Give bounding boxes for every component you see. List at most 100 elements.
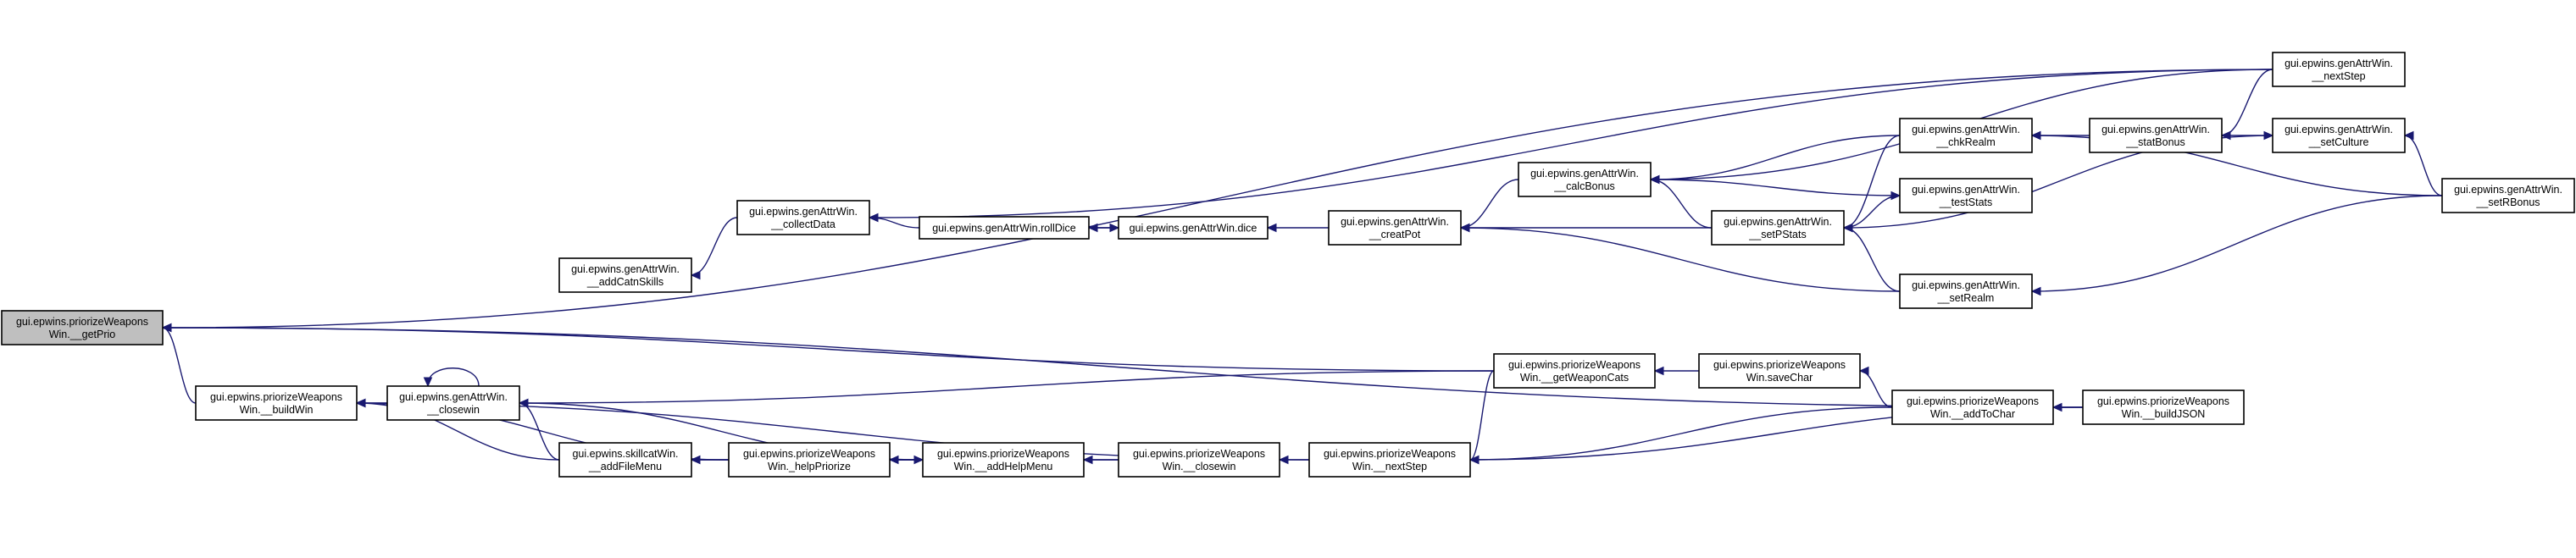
node-collectData[interactable]: gui.epwins.genAttrWin.__collectData [736,200,870,235]
node-box [736,200,870,235]
node-label-line: gui.epwins.genAttrWin. [2285,58,2393,69]
node-label-line: Win.__addHelpMenu [954,461,1053,472]
edge-getWeaponCats-to-nextStepPrio [1468,370,1495,465]
arrow-head [690,455,701,465]
node-label-line: Win.__nextStep [1352,461,1427,472]
node-box [1118,216,1269,240]
node-label-line: gui.epwins.priorizeWeapons [210,391,342,403]
edge-line [1469,406,1893,461]
node-label-line: __statBonus [2125,136,2185,148]
node-helpPriorize[interactable]: gui.epwins.priorizeWeaponsWin._helpPrior… [728,442,891,478]
edge-saveChar-to-getWeaponCats [1653,366,1700,376]
node-box [1891,389,2054,425]
edge-nextStepPrio-to-closewinPrio [1278,455,1310,465]
node-buildJSON[interactable]: gui.epwins.priorizeWeaponsWin.__buildJSO… [2082,389,2245,425]
node-label-line: __setRealm [1937,292,1995,304]
arrow-head [1278,455,1289,465]
edge-line [519,402,560,461]
edge-line [691,217,738,276]
node-setCulture[interactable]: gui.epwins.genAttrWin.__setCulture [2272,118,2406,153]
node-addToChar[interactable]: gui.epwins.priorizeWeaponsWin.__addToCha… [1891,389,2054,425]
node-rollDice[interactable]: gui.epwins.genAttrWin.rollDice [919,216,1090,240]
node-closewinAttr[interactable]: gui.epwins.genAttrWin.__closewin [386,385,520,421]
node-label-line: gui.epwins.priorizeWeapons [743,448,875,460]
node-label-line: __creatPot [1368,229,1421,240]
edge-nextStepAttr-to-statBonus [2220,69,2273,141]
arrow-head [2263,130,2274,141]
node-label-line: gui.epwins.genAttrWin. [2285,124,2393,135]
edge-addFileMenu-to-closewinAttr [518,398,560,461]
edge-nextStepAttr-to-collectData [868,69,2273,223]
edge-line [427,367,480,387]
node-label-line: gui.epwins.priorizeWeapons [16,316,148,328]
edge-line [162,327,1495,372]
node-addCatnSkills[interactable]: gui.epwins.genAttrWin.__addCatnSkills [558,257,692,293]
node-setRealm[interactable]: gui.epwins.genAttrWin.__setRealm [1899,273,2033,309]
node-chkRealm[interactable]: gui.epwins.genAttrWin.__chkRealm [1899,118,2033,153]
node-testStats[interactable]: gui.epwins.genAttrWin.__testStats [1899,178,2033,213]
arrow-head [1459,223,1470,233]
node-box [1118,442,1280,478]
node-statBonus[interactable]: gui.epwins.genAttrWin.__statBonus [2089,118,2223,153]
edge-line [1650,135,1901,180]
edge-buildJSON-to-getPrio [161,323,2084,408]
node-setPStats[interactable]: gui.epwins.genAttrWin.__setPStats [1711,210,1845,246]
arrow-head [1890,191,1901,201]
arrow-head [1468,455,1480,465]
edge-rollDice-to-dice [1089,223,1120,233]
edge-closewinPrio-to-addHelpMenu [1082,455,1119,465]
edge-addToChar-to-nextStepPrio [1468,406,1893,465]
node-label-line: gui.epwins.genAttrWin. [1724,216,1832,228]
arrow-head [690,270,701,280]
node-box [2272,52,2406,87]
node-box [2089,118,2223,153]
edge-line [1650,179,1713,229]
arrow-head [161,323,172,333]
node-addHelpMenu[interactable]: gui.epwins.priorizeWeaponsWin.__addHelpM… [922,442,1085,478]
node-box [1493,353,1656,389]
node-getWeaponCats[interactable]: gui.epwins.priorizeWeaponsWin.__getWeapo… [1493,353,1656,389]
arrow-head [1653,366,1664,376]
node-label-line: gui.epwins.skillcatWin. [572,448,678,460]
edge-line [162,327,197,404]
node-label-line: gui.epwins.priorizeWeapons [1508,359,1641,371]
edges-layer [161,69,2443,465]
node-label-line: gui.epwins.priorizeWeapons [1713,359,1846,371]
arrow-head [1266,223,1277,233]
node-label-line: gui.epwins.genAttrWin. [1912,124,2020,135]
node-label-line: Win.__buildWin [240,404,314,416]
node-box [1899,178,2033,213]
node-dice[interactable]: gui.epwins.genAttrWin.dice [1118,216,1269,240]
node-setRBonus[interactable]: gui.epwins.genAttrWin.__setRBonus [2441,178,2575,213]
node-label-line: gui.epwins.priorizeWeapons [937,448,1069,460]
node-label-line: gui.epwins.genAttrWin. [1912,279,2020,291]
node-label-line: gui.epwins.priorizeWeapons [1324,448,1456,460]
edge-line [2221,69,2273,136]
node-label-line: gui.epwins.priorizeWeapons [2097,395,2229,407]
node-nextStepAttr[interactable]: gui.epwins.genAttrWin.__nextStep [2272,52,2406,87]
edge-line [1859,370,1893,408]
node-box [558,442,692,478]
arrow-head [2051,402,2062,412]
node-label-line: __nextStep [2311,70,2365,82]
node-calcBonus[interactable]: gui.epwins.genAttrWin.__calcBonus [1518,162,1652,197]
edge-chkRealm-to-calcBonus [1649,135,1901,185]
node-creatPot[interactable]: gui.epwins.genAttrWin.__creatPot [1328,210,1462,246]
node-box [386,385,520,421]
edge-collectData-to-addCatnSkills [690,217,738,280]
node-label-line: Win.__closewin [1163,461,1236,472]
node-addFileMenu[interactable]: gui.epwins.skillcatWin.__addFileMenu [558,442,692,478]
node-label-line: __calcBonus [1553,180,1615,192]
arrow-head [355,398,366,408]
node-label-line: gui.epwins.priorizeWeapons [1907,395,2039,407]
node-label-line: __collectData [770,218,836,230]
node-label-line: gui.epwins.genAttrWin. [2101,124,2210,135]
node-label-line: Win.__getPrio [49,329,116,340]
node-label-line: Win.__addToChar [1930,408,2015,420]
node-label-line: Win.__buildJSON [2122,408,2206,420]
